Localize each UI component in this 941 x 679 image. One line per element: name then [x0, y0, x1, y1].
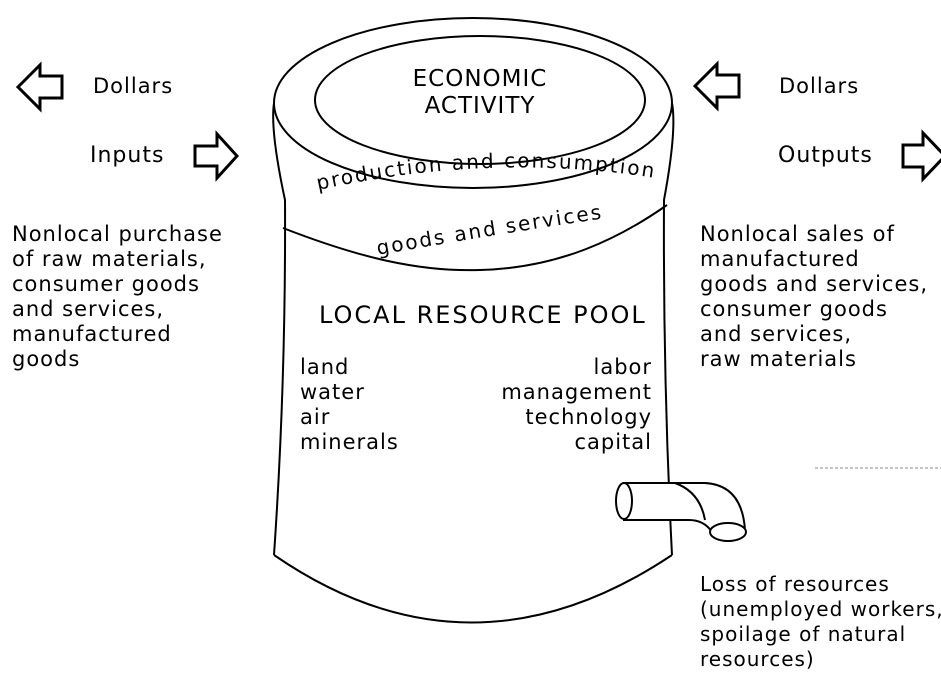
human-resources-list: labor management technology capital [470, 355, 652, 455]
inputs-label: Inputs [90, 143, 165, 168]
left-dollars-label: Dollars [93, 74, 174, 98]
purchase-line: Nonlocal purchase [12, 222, 223, 246]
human-resource-item: technology [525, 405, 652, 429]
purchase-line: goods [12, 347, 81, 371]
sales-line: Nonlocal sales of [700, 222, 895, 246]
human-resource-item: management [501, 380, 652, 404]
tank-right-wall [662, 102, 675, 556]
sales-line: manufactured [700, 247, 860, 271]
purchase-line: of raw materials, [12, 247, 207, 271]
outputs-arrow [901, 129, 941, 183]
tank-bottom [273, 554, 673, 624]
local-resource-pool-title: LOCAL RESOURCE POOL [319, 301, 647, 329]
drain-pipe [615, 482, 747, 542]
loss-line: spoilage of natural [700, 622, 907, 646]
natural-resource-item: minerals [300, 430, 399, 454]
natural-resources-list: land water air minerals [300, 355, 399, 455]
sales-line: and services, [700, 322, 853, 346]
inputs-arrow [193, 130, 240, 182]
loss-line: Loss of resources [700, 572, 890, 596]
tank-left-wall [272, 102, 287, 556]
human-resource-item: capital [574, 430, 652, 454]
right-dollars-label: Dollars [779, 74, 860, 98]
loss-of-resources-block: Loss of resources (unemployed workers, s… [700, 572, 941, 672]
purchase-line: manufactured [12, 322, 172, 346]
sales-line: raw materials [700, 347, 857, 371]
loss-line: (unemployed workers, [700, 597, 941, 621]
loss-line: resources) [700, 647, 815, 671]
sales-line: goods and services, [700, 272, 928, 296]
purchase-line: consumer goods [12, 272, 200, 296]
natural-resource-item: water [300, 380, 365, 404]
purchase-line: and services, [12, 297, 165, 321]
right-dollars-arrow [692, 60, 741, 112]
left-dollars-arrow [15, 61, 64, 113]
band-divider [282, 204, 668, 272]
resource-tank [272, 17, 675, 624]
outputs-label: Outputs [778, 143, 873, 168]
nonlocal-purchase-block: Nonlocal purchase of raw materials, cons… [12, 222, 223, 372]
sales-line: consumer goods [700, 297, 888, 321]
economic-activity-label: ECONOMIC ACTIVITY [380, 66, 580, 120]
economic-activity-line2: ACTIVITY [424, 93, 536, 119]
band-text-line2: goods and services [375, 200, 605, 260]
economic-activity-ellipse [314, 35, 646, 165]
natural-resource-item: air [300, 405, 331, 429]
nonlocal-sales-block: Nonlocal sales of manufactured goods and… [700, 222, 928, 372]
economic-activity-line1: ECONOMIC [412, 66, 548, 92]
human-resource-item: labor [593, 355, 652, 379]
natural-resource-item: land [300, 355, 350, 379]
